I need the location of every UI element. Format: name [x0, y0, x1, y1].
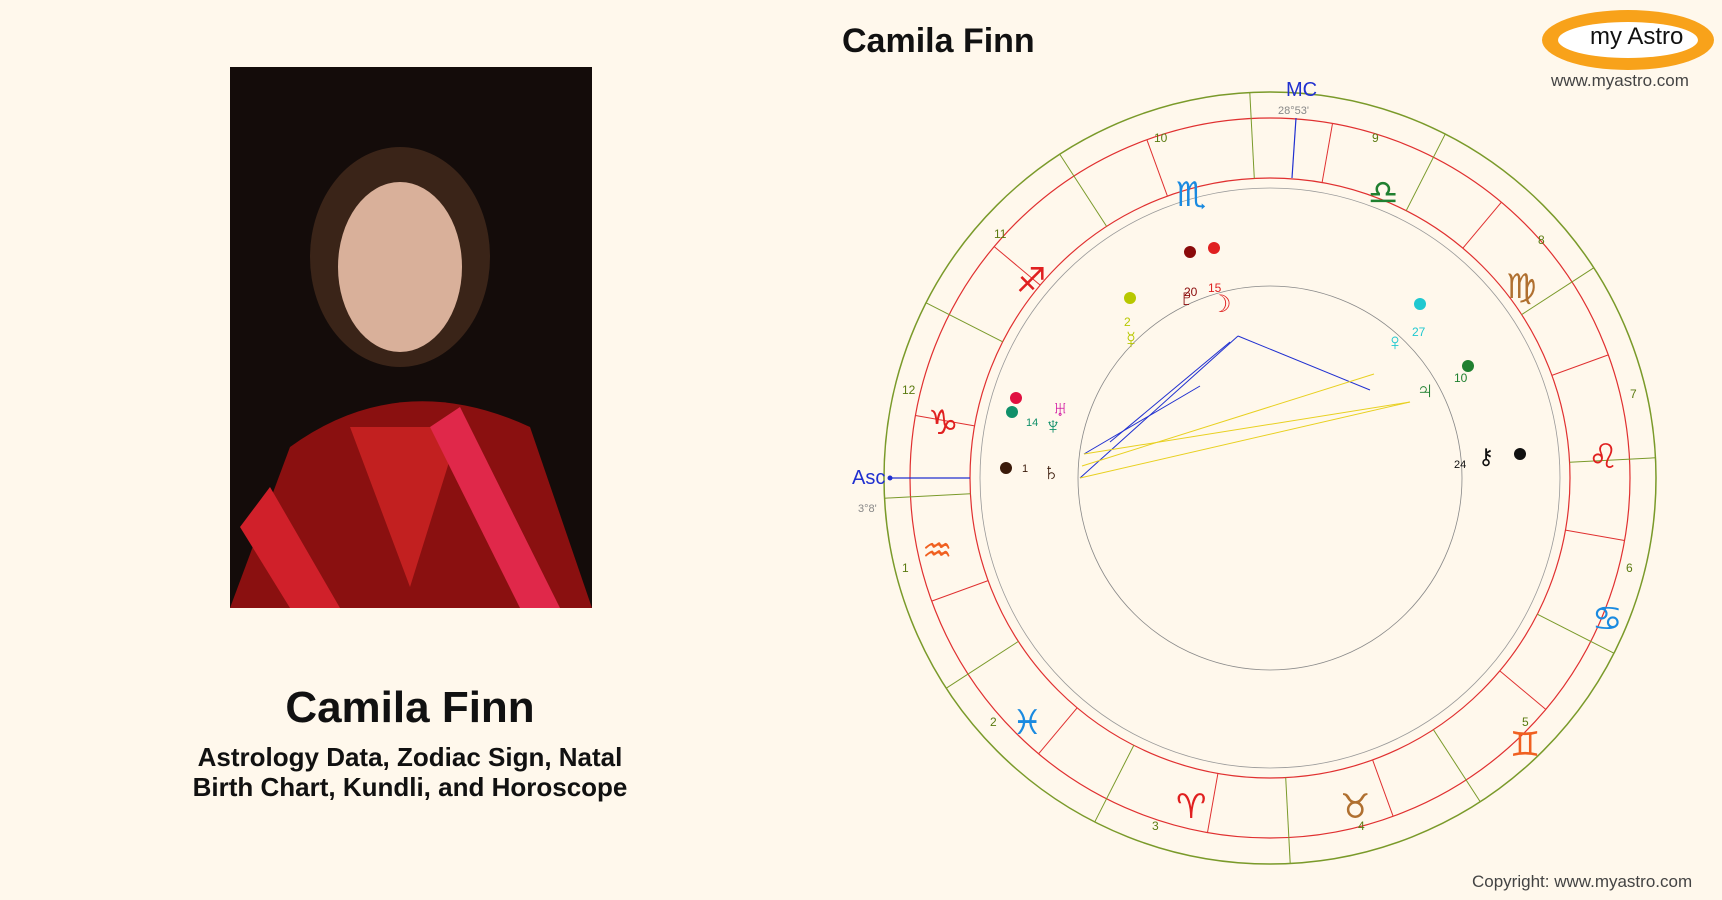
chiron-icon: ⚷: [1478, 444, 1494, 469]
house-number-9: 9: [1372, 131, 1379, 145]
tick-ring: [979, 187, 1561, 769]
house-number-2: 2: [990, 715, 997, 729]
site-url[interactable]: www.myastro.com: [1551, 71, 1689, 90]
moon-icon: ☽: [1210, 291, 1232, 318]
taurus-icon: ♉: [1340, 787, 1370, 827]
profile-photo: [230, 67, 592, 608]
jupiter-icon: ♃: [1416, 377, 1434, 404]
gemini-icon: ♊: [1510, 725, 1540, 765]
house-number-8: 8: [1538, 233, 1545, 247]
natal-chart-wheel: 1 2 3 4 5 6 7 8 9 10 11 12 ♒ ♓ ♈ ♉ ♊ ♋ ♌…: [852, 79, 1657, 865]
cancer-icon: ♋: [1592, 599, 1622, 639]
aspect-circle: [1077, 285, 1463, 671]
house-number-7: 7: [1630, 387, 1637, 401]
neptune-degree: 14: [1026, 417, 1038, 429]
house-numbers: 1 2 3 4 5 6 7 8 9 10 11 12: [902, 131, 1637, 833]
myastro-logo[interactable]: my Astro: [1542, 10, 1714, 70]
venus-icon: ♀: [1386, 329, 1404, 356]
virgo-icon: ♍: [1506, 267, 1536, 307]
pluto-icon: ♇: [1178, 285, 1196, 312]
subtitle-line-1: Astrology Data, Zodiac Sign, Natal: [197, 742, 623, 772]
uranus-icon: ♅: [1052, 396, 1069, 421]
mercury-dot: [1124, 292, 1136, 304]
subtitle-line-2: Birth Chart, Kundli, and Horoscope: [192, 772, 628, 802]
house-number-12: 12: [902, 383, 916, 397]
mc-label: MC: [1286, 79, 1317, 101]
mercury-icon: ☿: [1122, 327, 1140, 354]
moon-dot: [1208, 242, 1220, 254]
scorpio-icon: ♏: [1176, 175, 1206, 215]
moon-degree: 15: [1208, 281, 1222, 295]
saturn-degree: 1: [1022, 463, 1028, 475]
chart-title: Camila Finn: [842, 22, 1035, 60]
house-number-11: 11: [994, 227, 1007, 241]
mercury-degree: 2: [1124, 315, 1131, 329]
aspect-lines-yellow: [1079, 373, 1411, 479]
zodiac-signs: ♒ ♓ ♈ ♉ ♊ ♋ ♌ ♍ ♎ ♏ ♐ ♑: [922, 173, 1622, 827]
uranus-dot: [1010, 392, 1022, 404]
house-number-3: 3: [1152, 819, 1159, 833]
chiron-dot: [1514, 448, 1526, 460]
aquarius-icon: ♒: [922, 531, 952, 571]
planet-markers: ♇ 20 ☽ 15 ☿ 2 ♀ 27 ♃ 10 ⚷ 24 ♄ 1 ♆ 14 ♅: [1000, 242, 1526, 486]
house-number-10: 10: [1154, 131, 1168, 145]
logo-inner: [1558, 22, 1698, 58]
aspect-lines-blue: [1079, 335, 1371, 479]
red-ring-inner: [969, 177, 1571, 779]
jupiter-dot: [1462, 360, 1474, 372]
pluto-degree: 20: [1184, 285, 1198, 299]
house-number-6: 6: [1626, 561, 1633, 575]
house-number-5: 5: [1522, 715, 1529, 729]
house-number-4: 4: [1358, 819, 1365, 833]
person-subtitle: Astrology Data, Zodiac Sign, Natal Birth…: [150, 742, 670, 802]
saturn-icon: ♄: [1042, 459, 1060, 486]
jupiter-degree: 10: [1454, 371, 1468, 385]
pisces-icon: ♓: [1012, 703, 1042, 743]
venus-dot: [1414, 298, 1426, 310]
sign-boundary-lines: [915, 123, 1625, 833]
outer-ring: [883, 91, 1657, 865]
asc-label: Asc: [852, 467, 885, 489]
mc-axis: [1291, 117, 1297, 179]
libra-icon: ♎: [1368, 173, 1398, 213]
logo-text: my Astro: [1590, 23, 1684, 50]
copyright-text: Copyright: www.myastro.com: [1472, 872, 1693, 891]
sagittarius-icon: ♐: [1016, 261, 1046, 301]
house-cusp-lines: [884, 92, 1656, 864]
chiron-degree: 24: [1454, 459, 1466, 471]
neptune-dot: [1006, 406, 1018, 418]
person-name: Camila Finn: [285, 683, 535, 732]
venus-degree: 27: [1412, 325, 1426, 339]
neptune-icon: ♆: [1044, 413, 1062, 440]
asc-degree: 3°8': [858, 503, 877, 515]
aries-icon: ♈: [1176, 787, 1206, 827]
asc-point: [887, 475, 893, 481]
mc-degree: 28°53': [1278, 105, 1309, 117]
capricorn-icon: ♑: [928, 403, 958, 443]
house-number-1: 1: [902, 561, 909, 575]
saturn-dot: [1000, 462, 1012, 474]
pluto-dot: [1184, 246, 1196, 258]
leo-icon: ♌: [1588, 437, 1618, 477]
